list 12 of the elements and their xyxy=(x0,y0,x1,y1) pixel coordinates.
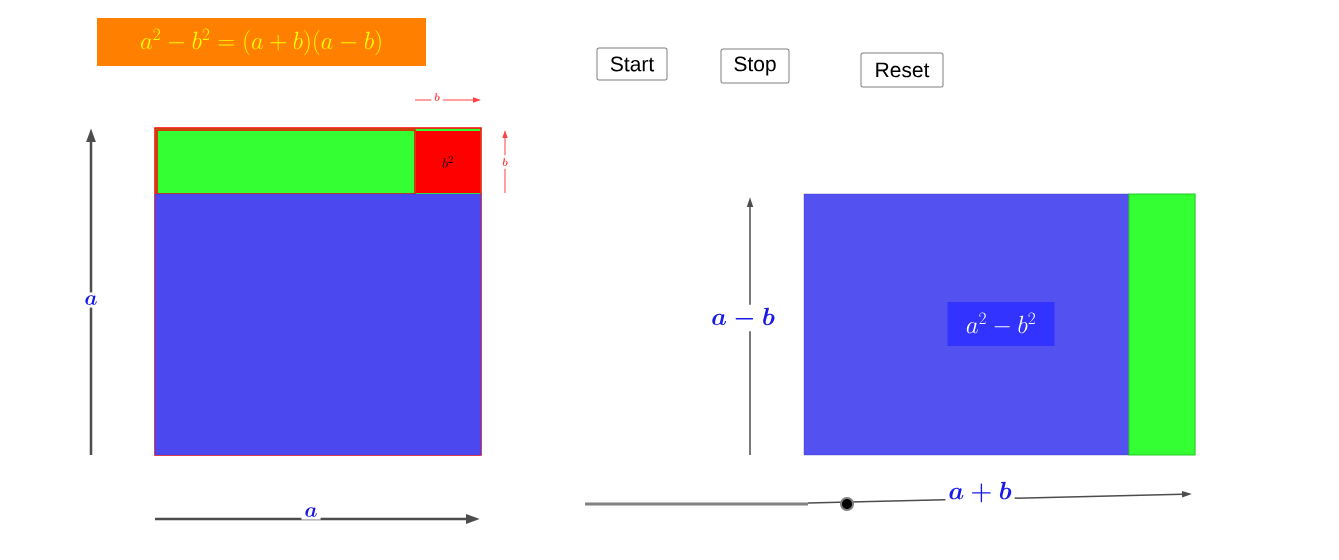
dimension-label: $a$ xyxy=(301,504,321,520)
dimension-label: $b$ xyxy=(431,90,443,104)
reset-button: Reset xyxy=(860,52,944,88)
dimension-label: $a$ xyxy=(81,292,101,308)
dimension-label: $b$ xyxy=(499,155,511,169)
area-label: $a^2-b^2$ xyxy=(947,302,1055,346)
dimension-label: $a+b$ xyxy=(945,478,1015,506)
start-button: Start xyxy=(596,47,668,81)
square-label: $b^2$ xyxy=(416,131,480,193)
stop-button: Stop xyxy=(720,48,790,84)
dimension-label: $a-b$ xyxy=(708,304,778,332)
formula-box: $a^2-b^2=(a+b)(a-b)$ xyxy=(97,18,426,66)
